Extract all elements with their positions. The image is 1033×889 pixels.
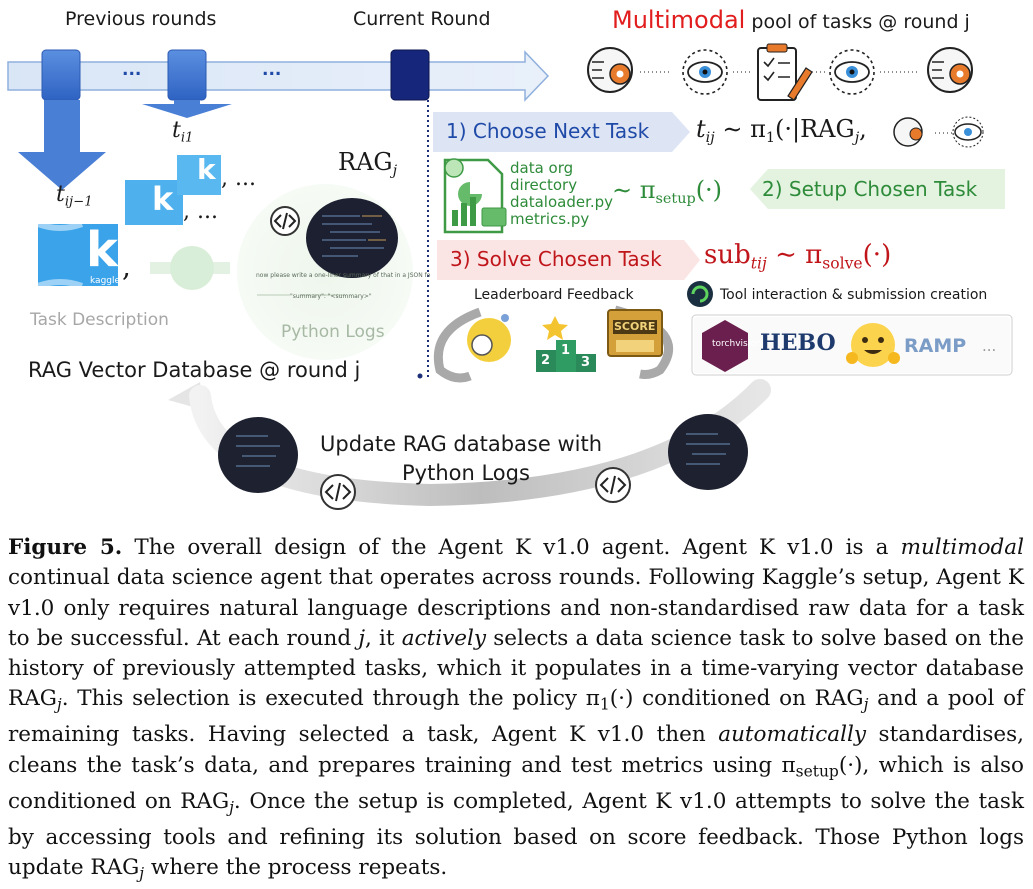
down-arrow-small (142, 100, 232, 118)
settings-badge-icon (467, 314, 511, 362)
round-box-current (390, 49, 430, 101)
setup-document-icon (443, 158, 507, 234)
podium-2: 2 (541, 353, 551, 368)
t-ij-1-label: tij−1 (56, 182, 93, 210)
comma-dots-2: , ... (183, 199, 218, 224)
kaggle-card-big (36, 221, 118, 289)
bottom-code-tag-left (320, 474, 356, 510)
leaderboard-label: Leaderboard Feedback (474, 287, 634, 303)
down-arrow-big (18, 100, 106, 190)
step3-label: 3) Solve Chosen Task (450, 247, 662, 271)
podium-3: 3 (581, 355, 591, 370)
figure-graphics (7, 43, 1013, 510)
setup-file-0: data org (510, 159, 574, 177)
code-screenshot (306, 198, 398, 278)
step1-banner (433, 112, 690, 152)
round-box-1 (41, 49, 81, 101)
podium-1: 1 (561, 343, 571, 358)
setup-file-2: dataloader.py (510, 193, 614, 211)
pool-brain-gear-icon-2 (927, 47, 973, 93)
setup-file-3: metrics.py (510, 210, 590, 228)
tool-torchvision: torchvision (712, 339, 762, 349)
formula-eye-icon (952, 116, 984, 148)
caption-label: Figure 5. (8, 535, 123, 560)
t-i1-label: ti1 (172, 118, 194, 146)
bottom-code-tag-right (595, 467, 631, 503)
comma-big: , (122, 250, 131, 283)
kaggle-card-small (177, 155, 221, 195)
bottom-code-left (218, 417, 298, 493)
kaggle-k-small: k (197, 153, 216, 186)
timeline-dots-2: ... (262, 60, 282, 80)
timeline-dots-1: ... (122, 60, 142, 80)
kaggle-k-big: k (86, 222, 118, 278)
leaderboard-loop-left (433, 307, 482, 383)
current-round-label: Current Round (353, 8, 491, 30)
formula-brain-gear-icon (893, 117, 923, 147)
tools-more: ... (982, 337, 997, 355)
bottom-code-right (668, 414, 748, 490)
step3-banner (437, 240, 700, 280)
tool-ramp: RAMP (904, 335, 967, 357)
pool-eye-network-icon-2 (829, 49, 875, 95)
rag-j-label: RAGj (338, 148, 398, 180)
update-line-2: Python Logs (402, 461, 530, 485)
previous-rounds-label: Previous rounds (65, 8, 217, 30)
kaggle-k-mid: k (152, 180, 174, 218)
task-description-label: Task Description (30, 310, 169, 330)
huggingface-logo (846, 323, 900, 367)
podium-icon (536, 316, 596, 372)
step1-label: 1) Choose Next Task (446, 119, 650, 143)
tool-interaction-label: Tool interaction & submission creation (720, 287, 988, 303)
figure: Previous rounds Current Round ... ... ti… (7, 6, 1013, 510)
comma-dots-1: , ... (221, 166, 256, 191)
round-box-2 (167, 49, 207, 101)
python-logs-label: Python Logs (281, 322, 385, 342)
setup-file-list: data org directory dataloader.py metrics… (510, 160, 613, 228)
score-board-icon (607, 309, 663, 357)
code-prompt-text: now please write a one-liner summary of … (256, 272, 431, 279)
kaggle-card-mid (125, 180, 183, 225)
solve-formula: subtij ∼ πsolve(·) (704, 240, 892, 273)
figure-caption: Figure 5. The overall design of the Agen… (8, 535, 1025, 883)
step1-formula: tij ∼ π1(·|RAGj, (696, 115, 867, 147)
pool-eye-network-icon-1 (682, 49, 728, 95)
pool-brain-gear-icon-1 (587, 47, 633, 93)
update-line-1: Update RAG database with (320, 432, 603, 456)
setup-file-1: directory (510, 176, 578, 194)
tool-hebo: HEBO (760, 330, 836, 356)
torchvision-logo (702, 320, 748, 372)
setup-formula: ∼ πsetup(·) (612, 176, 723, 208)
code-summary-text: "summary": "<summary>" (290, 293, 372, 300)
code-tag-icon (270, 206, 300, 236)
pool-clipboard-icon (757, 43, 813, 101)
pool-title-accent: Multimodal (612, 6, 746, 34)
pool-title: Multimodal pool of tasks @ round j (612, 6, 970, 34)
rag-db-title: RAG Vector Database @ round j (28, 358, 361, 382)
score-text: SCORE (614, 320, 656, 333)
green-connector (150, 246, 230, 290)
step2-label: 2) Setup Chosen Task (762, 177, 978, 201)
step2-banner (750, 169, 1005, 209)
kaggle-word: kaggle (90, 276, 121, 286)
tool-refresh-icon (687, 281, 713, 307)
